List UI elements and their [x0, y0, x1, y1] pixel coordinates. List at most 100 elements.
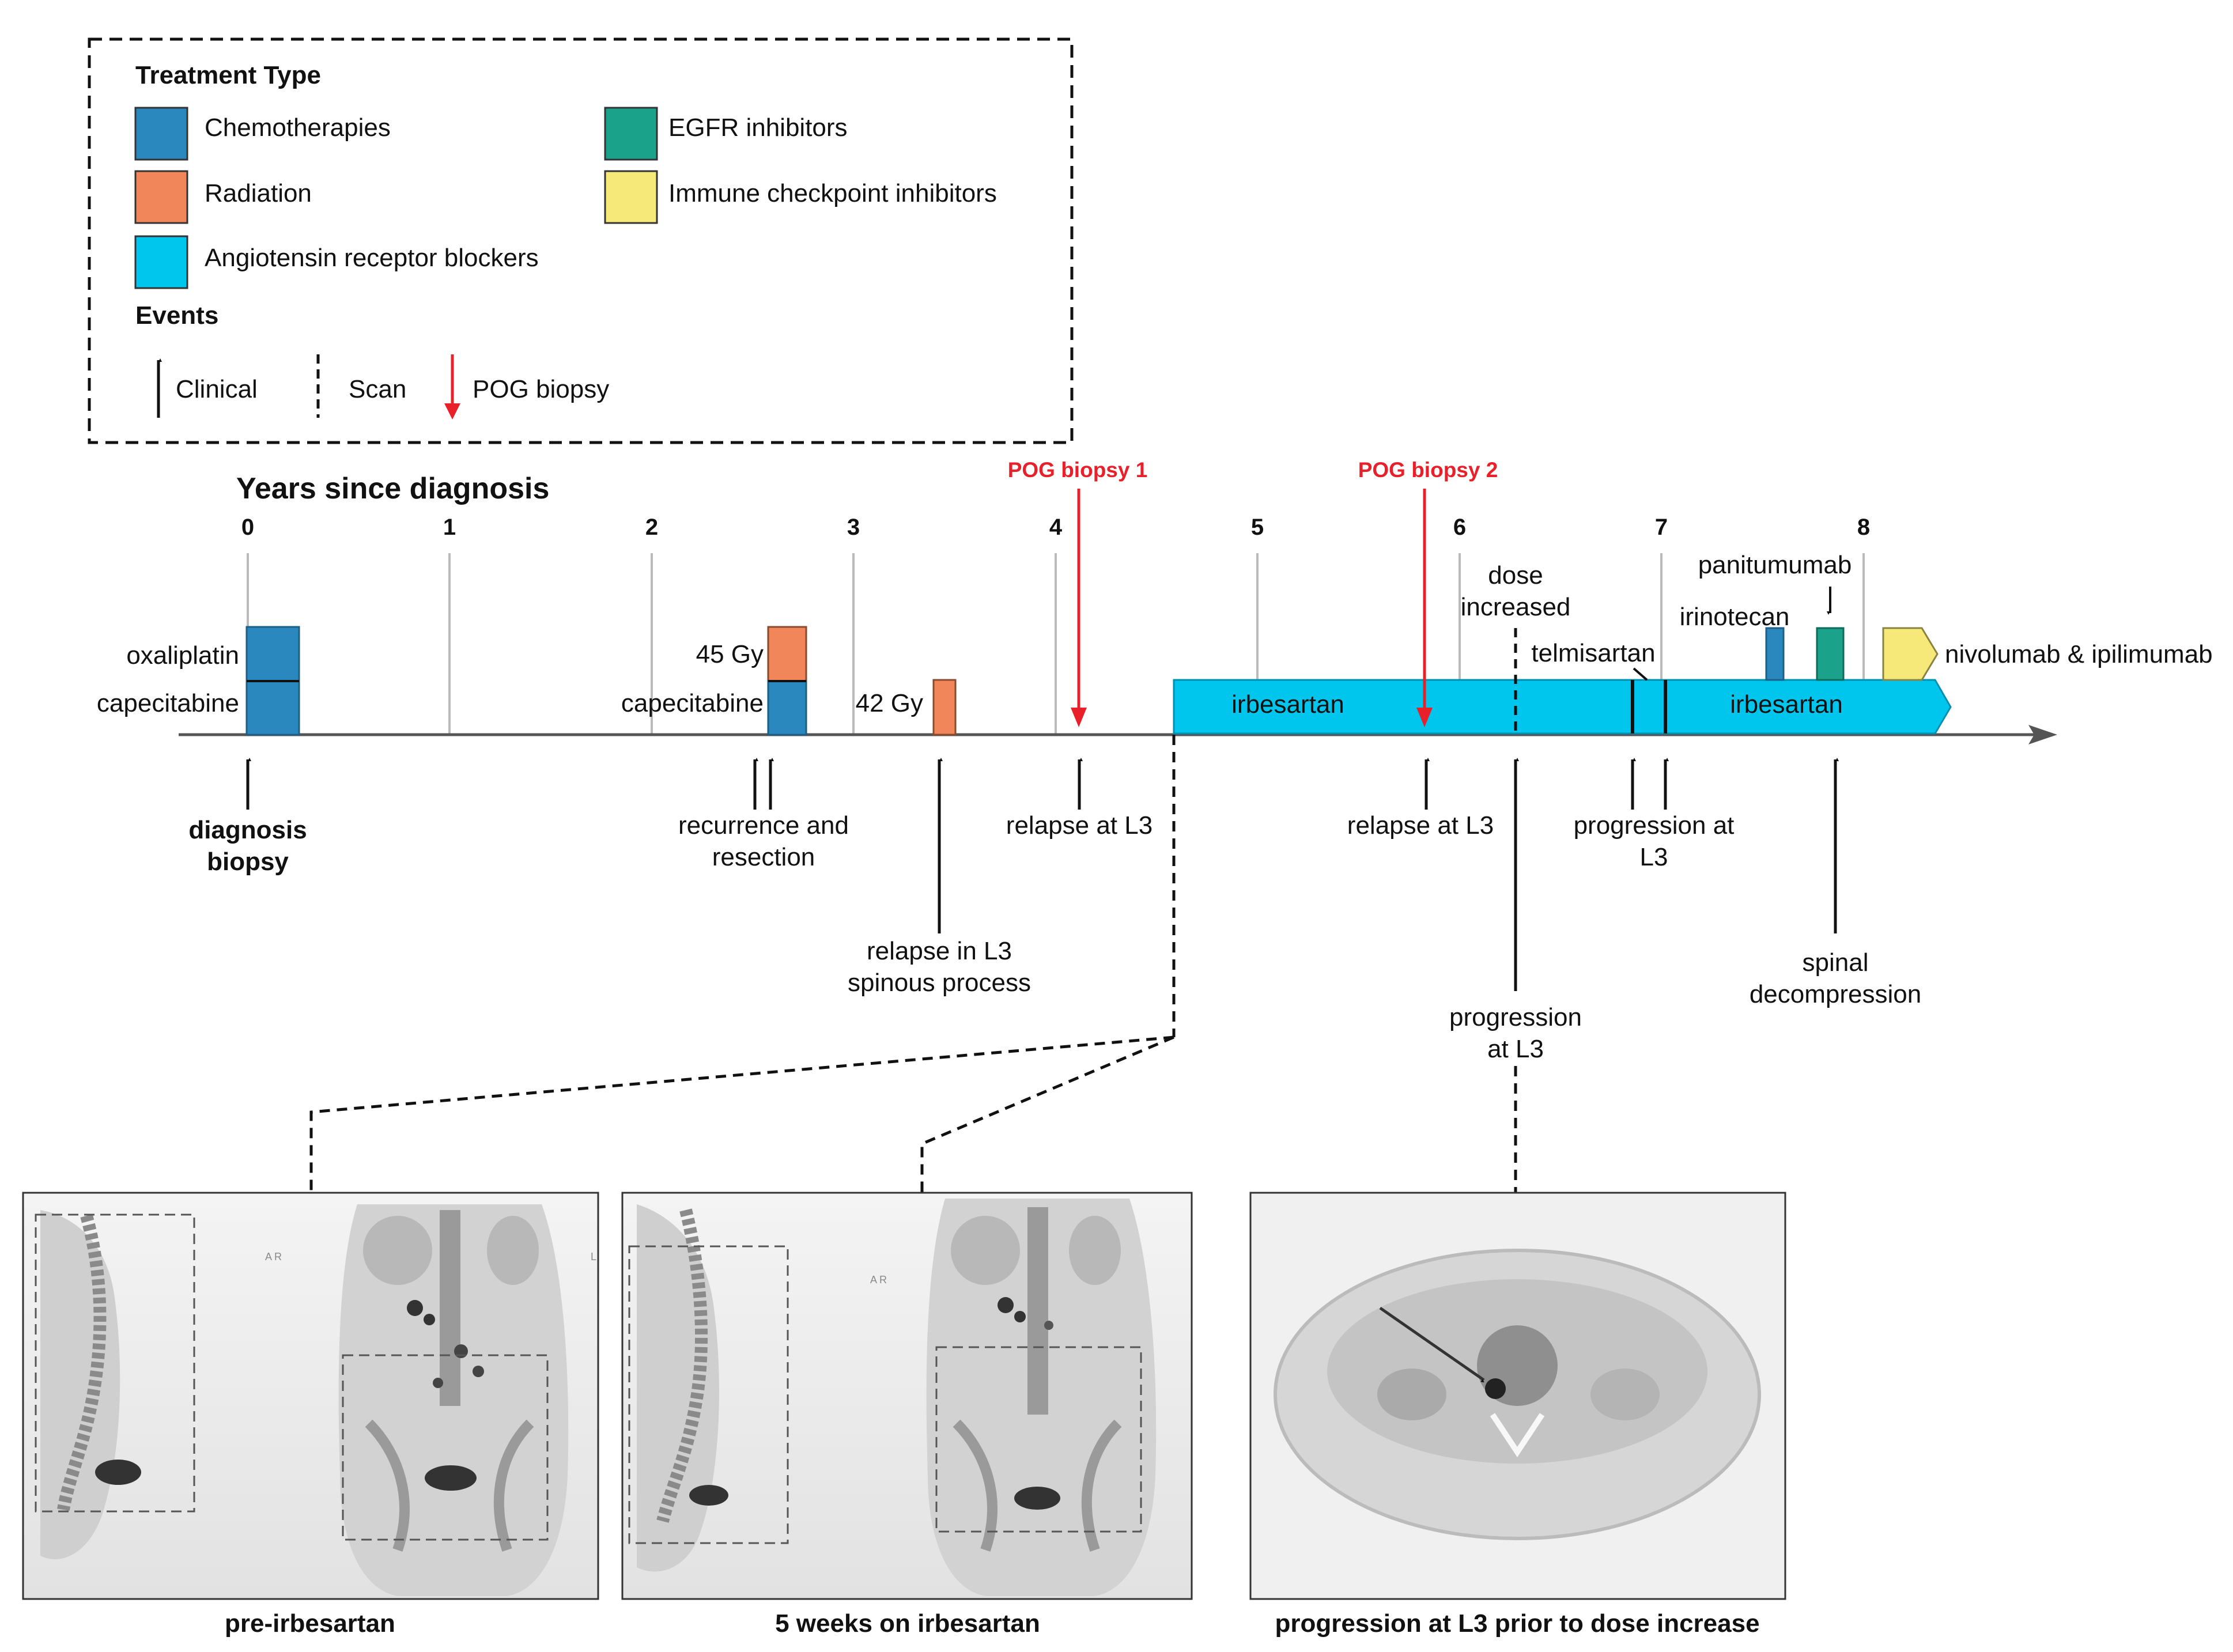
bar-irinotecan: [1765, 627, 1785, 681]
bar-panitumumab: [1816, 627, 1845, 681]
year-tick-1: 1: [443, 515, 456, 540]
sagittal-spine: [57, 1214, 107, 1511]
axis-title: Years since diagnosis: [236, 472, 549, 505]
legend-label-egfr: EGFR inhibitors: [668, 114, 848, 142]
bladder-coronal: [425, 1465, 477, 1491]
year-tick-4: 4: [1049, 515, 1063, 540]
legend-swatch-chemo: [134, 107, 188, 161]
legend-label-radiation: Radiation: [205, 179, 312, 207]
legend: Treatment Type Chemotherapies Radiation …: [88, 37, 1074, 444]
roi-sagittal-2: [628, 1245, 789, 1544]
event-relapse-in-l3-1: relapse in L3: [867, 937, 1012, 965]
legend-label-chemo: Chemotherapies: [205, 114, 391, 142]
year-tick-8: 8: [1857, 515, 1870, 540]
timeline-axis-arrowhead: [2028, 725, 2057, 744]
label-dose-2: increased: [1461, 593, 1571, 621]
legend-swatch-egfr: [604, 107, 658, 161]
bar-radiation-45gy: [767, 626, 807, 682]
label-45gy: 45 Gy: [696, 640, 764, 668]
kidney-right: [487, 1216, 539, 1285]
pog-biopsy-2-label: POG biopsy 2: [1358, 458, 1498, 482]
liver-2: [951, 1216, 1020, 1285]
spinous-process: [1490, 1413, 1545, 1458]
legend-frame: [88, 37, 1074, 444]
label-capecitabine-2: capecitabine: [621, 689, 764, 717]
event-diagnosis-1: diagnosis: [188, 816, 307, 844]
year-tick-7: 7: [1655, 515, 1668, 540]
legend-swatch-ici: [604, 170, 658, 224]
timeline: Years since diagnosis 0 1 2 3 4 5 6 7 8: [97, 458, 2213, 1063]
bar-capecitabine-2: [767, 680, 807, 736]
label-irinotecan: irinotecan: [1680, 603, 1790, 631]
event-relapse-in-l3-2: spinous process: [848, 969, 1031, 997]
label-dose-1: dose: [1488, 561, 1543, 589]
legend-swatch-radiation: [134, 170, 188, 224]
legend-label-ici: Immune checkpoint inhibitors: [668, 179, 997, 207]
label-telmisartan: telmisartan: [1531, 639, 1655, 667]
telmisartan-pointer: [1633, 667, 1648, 681]
pog-biopsy-1-arrowhead: [1071, 708, 1087, 727]
event-relapse-at-l3-1: relapse at L3: [1006, 811, 1153, 840]
event-recurrence-1: recurrence and: [678, 811, 849, 840]
scan-panel-5-weeks: A R: [621, 1192, 1193, 1600]
year-tick-0: 0: [241, 515, 254, 540]
connector-pre-irbesartan: [309, 1035, 1174, 1193]
roi-sagittal: [35, 1214, 195, 1513]
marker-ar-1: A R: [265, 1251, 282, 1262]
label-nivolumab-ipilimumab: nivolumab & ipilimumab: [1945, 640, 2213, 668]
caption-pre-irbesartan: pre-irbesartan: [225, 1609, 395, 1638]
label-42gy: 42 Gy: [856, 689, 923, 717]
roi-coronal-2: [935, 1346, 1142, 1533]
event-relapse-at-l3-2: relapse at L3: [1347, 811, 1494, 840]
event-progression-scan-1: progression: [1449, 1003, 1582, 1031]
coronal-spine: [440, 1210, 460, 1406]
bar-nivolumab-ipilimumab: [1882, 627, 1939, 681]
axial-kidney-left: [1377, 1369, 1446, 1420]
legend-label-clinical: Clinical: [176, 375, 258, 403]
marker-l-1: L: [591, 1251, 596, 1262]
scan-panel-progression: [1249, 1192, 1786, 1600]
event-progression-1: progression at: [1574, 811, 1735, 840]
event-progression-scan-2: at L3: [1487, 1035, 1544, 1063]
event-spinal-1: spinal: [1803, 948, 1869, 977]
coronal-spine-2: [1027, 1207, 1048, 1415]
bladder-coronal-2: [1014, 1487, 1060, 1510]
bladder-sagittal-2: [689, 1485, 728, 1506]
event-spinal-2: decompression: [1750, 980, 1921, 1008]
label-irbesartan-1: irbesartan: [1231, 690, 1344, 719]
liver: [363, 1216, 432, 1285]
lesion-pointer-arrow: [1379, 1306, 1485, 1383]
legend-swatch-arb: [134, 235, 188, 289]
caption-5-weeks: 5 weeks on irbesartan: [775, 1609, 1040, 1638]
clinical-event-arrows: [246, 758, 1839, 991]
marker-ar-2: A R: [870, 1274, 887, 1286]
bar-oxaliplatin: [245, 626, 300, 682]
legend-pog-arrowhead: [444, 403, 460, 419]
connector-5-weeks: [920, 1035, 1174, 1193]
bar-capecitabine-1: [245, 680, 300, 736]
year-tick-6: 6: [1453, 515, 1466, 540]
axial-kidney-right: [1590, 1369, 1660, 1420]
bladder-sagittal: [95, 1460, 141, 1485]
roi-coronal: [342, 1354, 549, 1541]
year-tick-3: 3: [847, 515, 860, 540]
legend-label-arb: Angiotensin receptor blockers: [205, 244, 539, 272]
bar-radiation-42gy: [932, 679, 957, 736]
event-progression-2: L3: [1640, 843, 1668, 871]
legend-events-title: Events: [135, 301, 218, 330]
legend-label-scan: Scan: [349, 375, 406, 403]
scan-panel-pre-irbesartan: A R L: [22, 1192, 599, 1600]
label-capecitabine-1: capecitabine: [97, 689, 239, 717]
year-tick-2: 2: [645, 515, 658, 540]
lesion: [1485, 1378, 1506, 1399]
pelvis-right: [493, 1419, 534, 1552]
label-panitumumab: panitumumab: [1698, 551, 1852, 579]
pog-biopsy-2-arrowhead: [1416, 708, 1433, 727]
year-tick-5: 5: [1251, 515, 1264, 540]
kidney-right-2: [1069, 1216, 1121, 1285]
sagittal-spine-2: [656, 1208, 708, 1523]
legend-label-pog: POG biopsy: [473, 375, 609, 403]
scan-connectors: [309, 735, 1517, 1193]
label-oxaliplatin: oxaliplatin: [126, 641, 239, 670]
